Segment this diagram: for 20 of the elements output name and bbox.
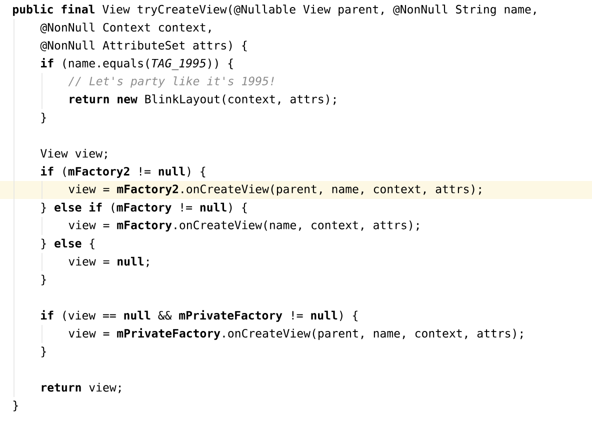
code-line: }: [41, 346, 46, 358]
code-line: if (mFactory2 != null) {: [41, 166, 206, 178]
code-line: view = mPrivateFactory.onCreateView(parent, name, context, attrs);: [68, 328, 522, 340]
code-line: @NonNull Context context,: [40, 22, 211, 34]
code-line: } else {: [41, 238, 94, 250]
code-comment: // Let's party like it's 1995!: [68, 76, 274, 88]
code-line: }: [41, 274, 46, 286]
code-line: view = null;: [68, 256, 149, 268]
code-line: }: [13, 400, 18, 412]
code-line: @NonNull AttributeSet attrs) {: [40, 40, 247, 52]
code-line: view = mFactory.onCreateView(name, context, attrs);: [68, 220, 419, 232]
code-line: return new BlinkLayout(context, attrs);: [70, 94, 336, 106]
code-line: view = mFactory2.onCreateView(parent, name, context, attrs);: [68, 184, 481, 196]
code-line: View view;: [40, 148, 107, 160]
code-line: if (name.equals(TAG_1995)) {: [41, 58, 233, 70]
code-line: if (view == null && mPrivateFactory != null) {: [41, 310, 358, 322]
code-line: }: [41, 112, 46, 124]
code-line: } else if (mFactory != null) {: [41, 202, 247, 214]
code-line: public final View tryCreateView(@Nullable View parent, @NonNull String name,: [13, 4, 536, 16]
code-line: return view;: [42, 382, 121, 394]
